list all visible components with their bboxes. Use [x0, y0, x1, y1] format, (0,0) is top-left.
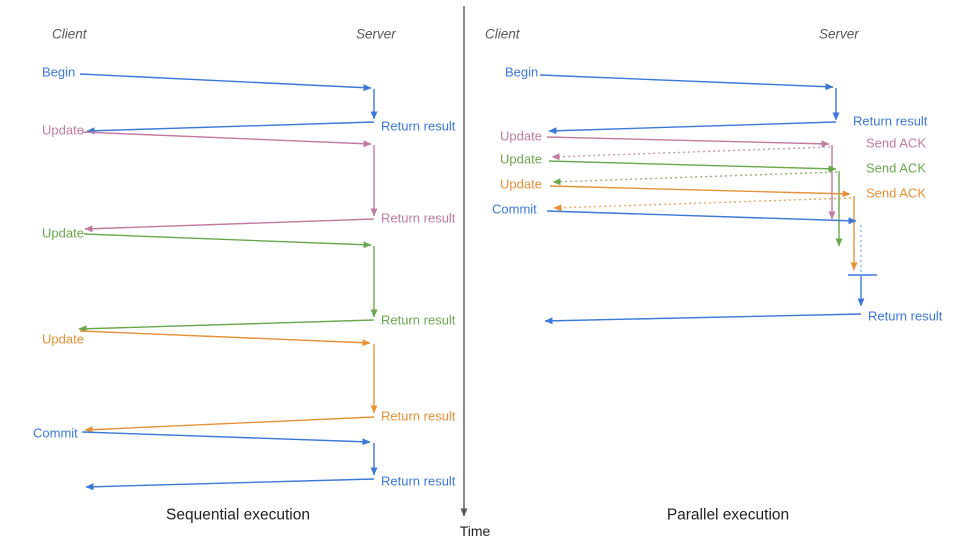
message-label: Send ACK: [866, 136, 926, 151]
message-label: Update: [42, 123, 84, 138]
time-axis-label: Time: [460, 523, 491, 539]
message-label: Update: [500, 152, 542, 167]
message-line: [544, 313, 862, 325]
message-label: Return result: [381, 474, 456, 489]
message-label: Return result: [381, 119, 456, 134]
message-line: [549, 185, 851, 198]
message-line: [81, 131, 372, 148]
message-label: Return result: [853, 114, 928, 129]
message-label: Return result: [381, 211, 456, 226]
message-label: Update: [500, 129, 542, 144]
lifeline-header-server: Server: [356, 27, 396, 42]
message-line: [551, 146, 831, 161]
message-line: [84, 218, 375, 233]
message-label: Commit: [33, 426, 78, 441]
message-label: Commit: [492, 202, 537, 217]
message-label: Send ACK: [866, 186, 926, 201]
message-line: [84, 416, 375, 434]
message-label: Update: [500, 177, 542, 192]
message-line: [539, 74, 834, 91]
message-line: [85, 478, 375, 491]
message-line: [546, 136, 830, 148]
lifeline-header-server: Server: [819, 27, 859, 42]
message-line: [548, 121, 837, 135]
message-line: [86, 121, 375, 135]
message-label: Return result: [381, 409, 456, 424]
message-label: Begin: [42, 65, 75, 80]
message-label: Return result: [381, 313, 456, 328]
message-label: Update: [42, 226, 84, 241]
message-line: [553, 197, 852, 212]
panel-title-parallel: Parallel execution: [667, 507, 789, 524]
message-label: Begin: [505, 65, 538, 80]
message-line: [79, 330, 371, 347]
message-line: [552, 171, 838, 186]
lifeline-header-client: Client: [52, 27, 88, 42]
message-line: [78, 319, 375, 333]
lifeline-header-client: Client: [485, 27, 521, 42]
message-line: [79, 73, 372, 92]
message-line: [81, 431, 371, 446]
message-line: [546, 210, 857, 225]
message-label: Update: [42, 332, 84, 347]
message-label: Send ACK: [866, 161, 926, 176]
panel-title-sequential: Sequential execution: [166, 507, 310, 524]
message-label: Return result: [868, 309, 943, 324]
message-line: [548, 160, 837, 173]
message-line: [83, 233, 372, 249]
